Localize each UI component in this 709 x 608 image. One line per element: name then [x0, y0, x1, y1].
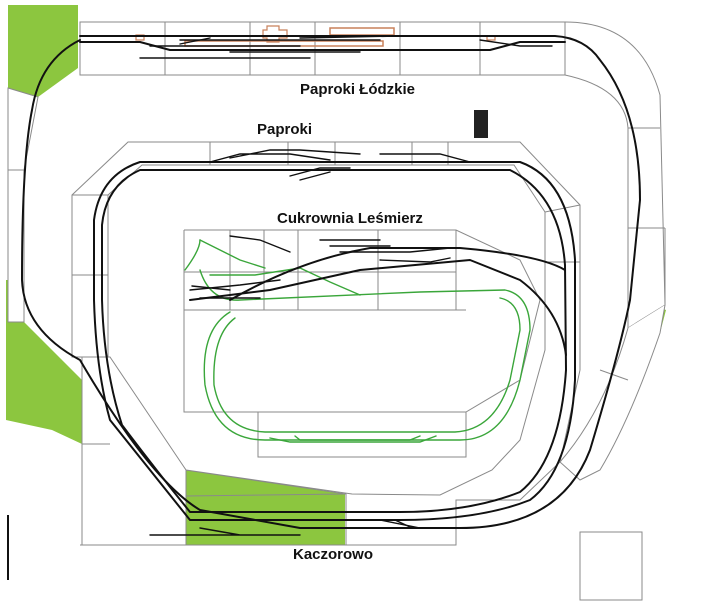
- label-kaczorowo: Kaczorowo: [293, 546, 374, 563]
- board-bottom-right: [579, 531, 643, 601]
- inner-loop: [93, 161, 576, 521]
- outer-loop: [21, 35, 641, 529]
- label-paproki: Paproki: [257, 121, 313, 138]
- signal-box: [474, 110, 488, 138]
- main-track: [21, 35, 641, 536]
- grass-bottom-center: [186, 470, 345, 545]
- board-cukrownia: [183, 229, 541, 458]
- label-cukrownia-lesmierz: Cukrownia Leśmierz: [277, 210, 423, 227]
- station-hall: [262, 25, 288, 43]
- grass-left-mid: [6, 280, 82, 444]
- label-paproki-lodzkie: Paproki Łódzkie: [300, 81, 416, 98]
- grass-top-left: [8, 5, 78, 97]
